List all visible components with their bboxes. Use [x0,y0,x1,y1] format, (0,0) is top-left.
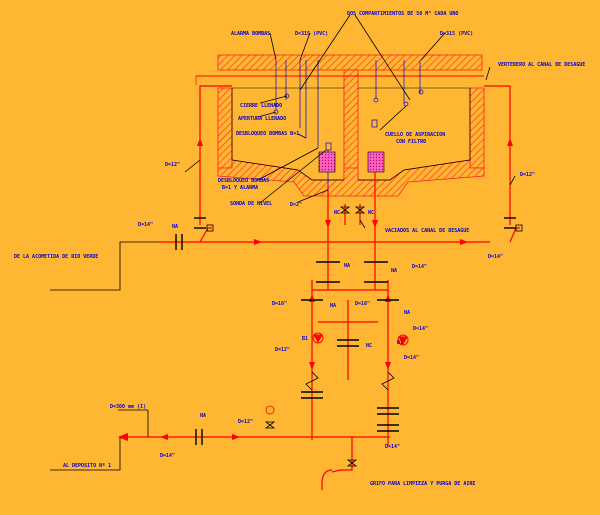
piping [120,85,520,490]
label-alarma-bombas: ALARMA BOMBAS [231,31,270,37]
tank-roof [217,54,483,71]
external-lines [50,14,516,471]
caps [206,224,523,232]
filter-left [318,151,336,173]
label-nc-2: NC [368,210,374,216]
label-d12-pump: D=12" [275,347,290,353]
label-desbloqueo-alarma-1: DESBLOQUEO BOMBAS [218,178,269,184]
filter-right [367,151,385,173]
pumps [312,332,409,346]
label-d2: D=2" [290,202,302,208]
tank-right-wall [469,87,485,169]
label-na-a: NA [344,263,350,269]
label-vaciados: VACIADOS AL CANAL DE DESAGUE [385,228,469,234]
check-valves [305,371,395,391]
label-apertura-llenado: APERTURA LLENADO [238,116,286,122]
label-d315-left: D=315 (PVC) [295,31,328,37]
label-dos-compartimientos: DOS COMPARTIMIENTOS DE 50 M³ CADA UNO [347,11,458,17]
label-b1-left: B1 [302,336,308,342]
tank-left-wall [217,87,233,169]
label-d14-right: D=14" [488,254,503,260]
label-d16-left: D=16" [272,301,287,307]
label-d14-e: D=14" [385,444,400,450]
label-d12-left: D=12" [165,162,180,168]
label-d12-right: D=12" [520,172,535,178]
label-na-bottom: NA [200,413,206,419]
label-na-top: NA [172,224,178,230]
label-d12-bottom: D=12" [238,419,253,425]
label-cuello-1: CUELLO DE ASPIRACION [385,132,445,138]
label-grifo: GRIFO PARA LIMPIEZA Y PURGA DE AIRE [370,481,475,487]
label-d315-right: D=315 (PVC) [440,31,473,37]
label-vertedero: VERTEDERO AL CANAL DE DESAGUE [498,62,585,68]
label-cuello-2: CON FILTRO [396,139,426,145]
label-nc-1: NC [334,210,340,216]
label-al-deposito: AL DEPOSITO Nº 1 [63,463,111,469]
label-d14-c: D=14" [413,326,428,332]
label-cierre-llenado: CIERRE LLENADO [240,103,282,109]
label-nc-3: NC [366,343,372,349]
tank-divider [343,69,359,181]
label-d14-bottom: D=14" [160,453,175,459]
label-na-b: NA [391,268,397,274]
label-d14-top: D=14" [138,222,153,228]
label-acometida: DE LA ACOMETIDA DE RIO VERDE [14,254,98,260]
label-d300: D=300 mm (I) [110,404,146,410]
label-b1-right: B1 [397,340,403,346]
label-desbloqueo-b1: DESBLOQUEO BOMBAS B=1 [236,131,299,137]
label-na-c: NA [330,303,336,309]
label-sonda-nivel: SONDA DE NIVEL [230,201,272,207]
nc-valves [264,206,366,467]
label-d14-d: D=14" [404,355,419,361]
valves [175,217,516,445]
labels: DOS COMPARTIMIENTOS DE 50 M³ CADA UNO AL… [14,11,585,487]
label-desbloqueo-alarma-2: B=1 Y ALARMA [222,185,258,191]
label-d16-mid: D=16" [355,301,370,307]
label-na-d: NA [404,310,410,316]
label-d14-b: D=14" [412,264,427,270]
tank-instruments [195,60,484,185]
tank [217,54,485,197]
